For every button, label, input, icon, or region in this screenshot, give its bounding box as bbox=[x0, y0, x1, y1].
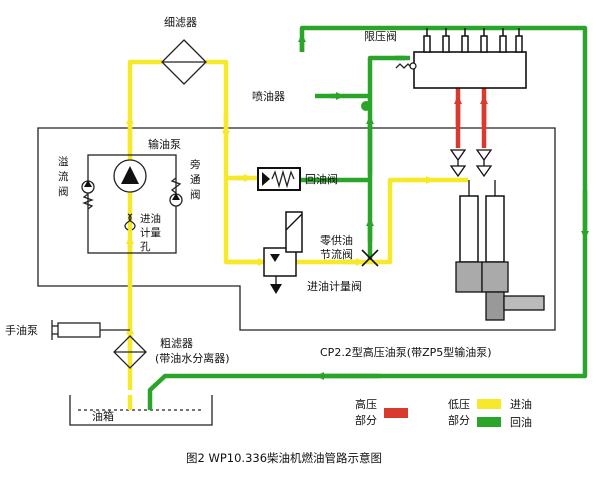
legend-low-1: 低压 bbox=[448, 398, 470, 411]
legend-high-2: 部分 bbox=[355, 413, 377, 427]
coarse-filter bbox=[113, 335, 147, 369]
legend: 高压 部分 低压 部分 进油 回油 bbox=[355, 397, 532, 429]
zero-supply-throttle bbox=[361, 249, 379, 267]
coarse-filter-sublabel: (带油水分离器) bbox=[155, 351, 230, 365]
inlet-metering-valve bbox=[263, 211, 303, 294]
legend-supply-swatch bbox=[477, 399, 501, 409]
junction-dot bbox=[361, 101, 371, 111]
bypass-valve bbox=[169, 177, 183, 207]
high-pressure-lines bbox=[454, 88, 488, 148]
inlet-hole-label-3: 孔 bbox=[140, 240, 151, 253]
return-lines bbox=[147, 25, 589, 410]
legend-return-swatch bbox=[477, 417, 501, 427]
inlet-hole-label-1: 进油 bbox=[140, 212, 161, 225]
overflow-valve bbox=[81, 180, 95, 210]
inlet-metering-valve-label: 进油计量阀 bbox=[307, 279, 362, 293]
fine-filter bbox=[161, 39, 207, 85]
common-rail bbox=[413, 28, 527, 89]
legend-high-swatch bbox=[384, 408, 408, 418]
fuel-tank-label: 油箱 bbox=[92, 409, 114, 423]
legend-return-label: 回油 bbox=[510, 415, 532, 429]
legend-supply-label: 进油 bbox=[510, 397, 532, 411]
injector-label: 喷油器 bbox=[252, 89, 285, 103]
overflow-valve-label-2: 流 bbox=[58, 170, 69, 183]
pressure-limit-valve-label: 限压阀 bbox=[364, 29, 397, 43]
hand-pump bbox=[51, 320, 130, 340]
legend-low-2: 部分 bbox=[448, 413, 470, 427]
pump-model-label: CP2.2型高压油泵(带ZP5型输油泵) bbox=[320, 345, 492, 359]
feed-pump bbox=[87, 154, 177, 254]
pump-housing-outline bbox=[37, 127, 556, 331]
zero-supply-label-2: 节流阀 bbox=[320, 247, 353, 261]
hand-pump-label: 手油泵 bbox=[5, 323, 38, 337]
coarse-filter-label: 粗滤器 bbox=[160, 337, 193, 350]
return-valve bbox=[257, 167, 301, 191]
fine-filter-label: 细滤器 bbox=[164, 16, 197, 29]
figure-caption: 图2 WP10.336柴油机燃油管路示意图 bbox=[186, 451, 382, 465]
bypass-valve-label-1: 旁 bbox=[190, 158, 201, 171]
zero-supply-label-1: 零供油 bbox=[320, 233, 353, 247]
overflow-valve-label-3: 阀 bbox=[58, 185, 69, 198]
check-valves bbox=[449, 149, 493, 178]
feed-pump-label: 输油泵 bbox=[148, 137, 181, 151]
pump-plungers bbox=[455, 180, 545, 321]
pressure-limit-valve bbox=[395, 62, 417, 70]
bypass-valve-label-3: 阀 bbox=[190, 188, 201, 201]
legend-high-1: 高压 bbox=[355, 397, 377, 411]
bypass-valve-label-2: 通 bbox=[190, 174, 201, 186]
inlet-hole-label-2: 计量 bbox=[140, 226, 161, 239]
overflow-valve-label-1: 溢 bbox=[58, 155, 69, 168]
return-valve-label: 回油阀 bbox=[305, 172, 338, 186]
fuel-tank bbox=[69, 395, 213, 426]
